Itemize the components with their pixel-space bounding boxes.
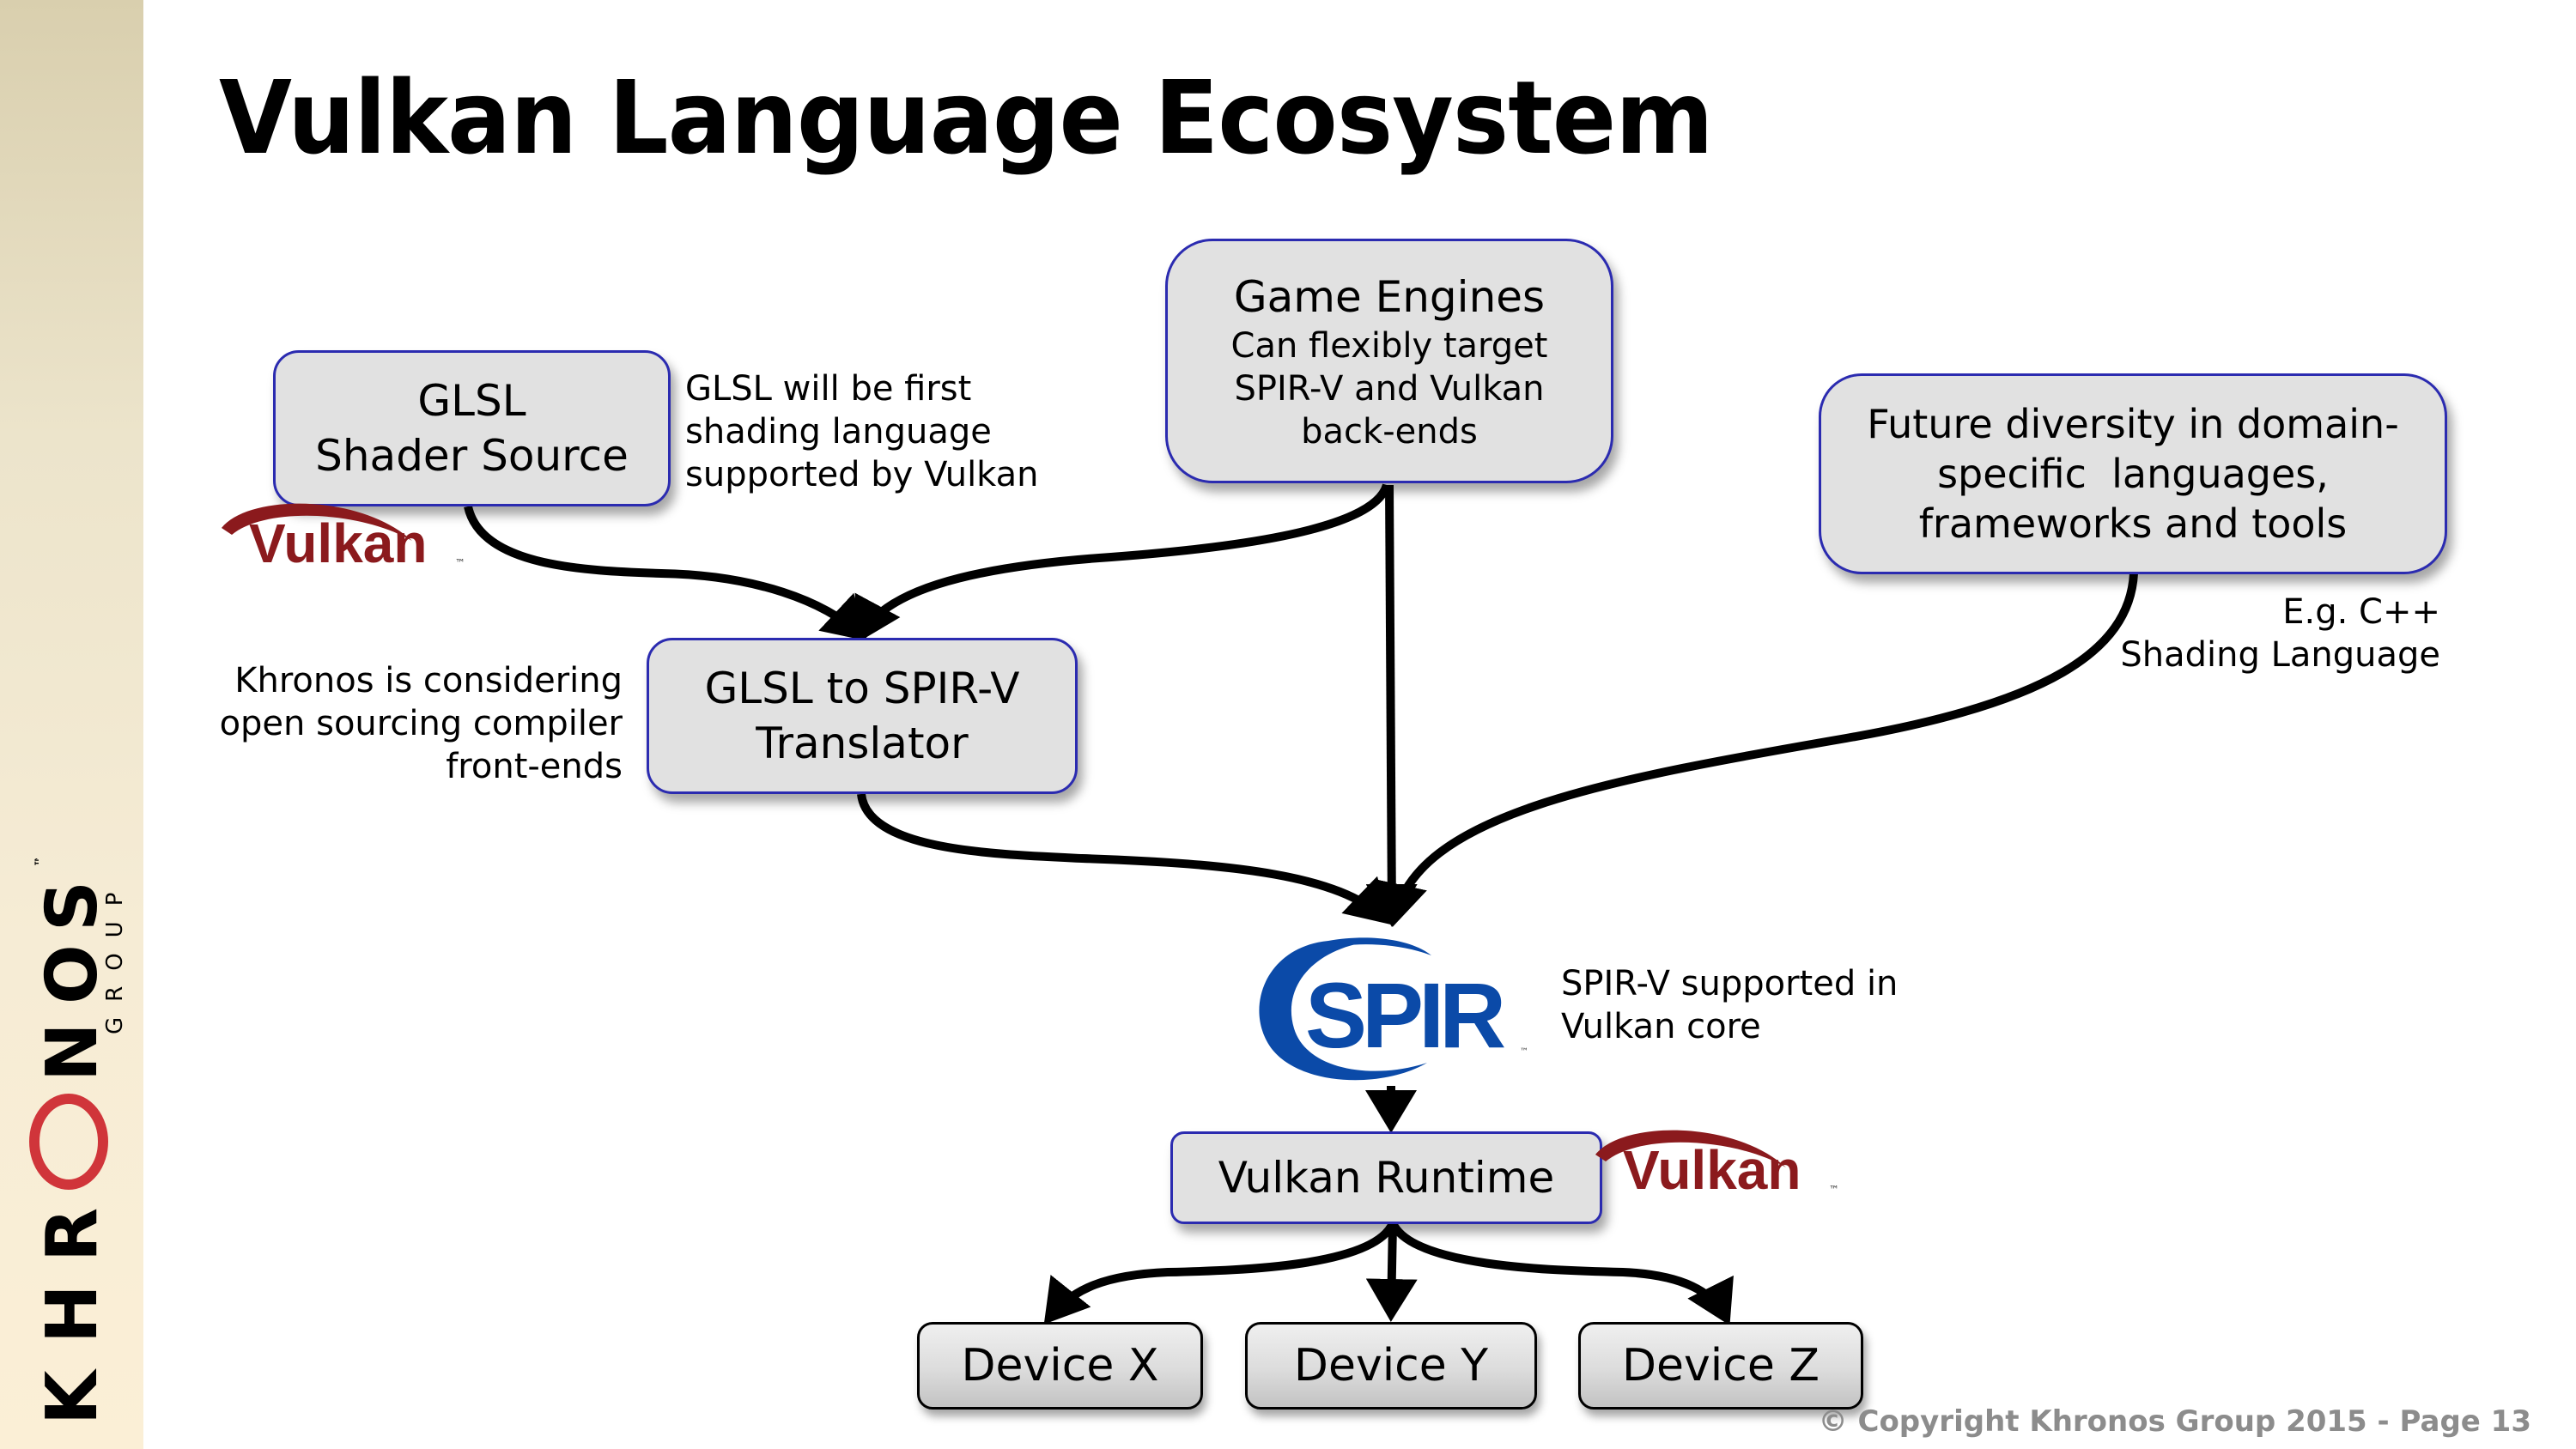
- sidebar-band: K H R N O S ™ GROUP: [0, 0, 143, 1449]
- glsl-note-line: shading language: [685, 412, 992, 452]
- translator-line2: Translator: [756, 718, 969, 768]
- khronos-swirl-icon: [29, 1094, 108, 1190]
- glsl-note-line: GLSL will be first: [685, 369, 972, 409]
- spir-crescent-icon: [1259, 941, 1427, 1081]
- node-future-diversity[interactable]: Future diversity in domain- specific lan…: [1819, 373, 2447, 574]
- khronos-letter-s: S: [32, 881, 113, 931]
- spir-logo-text: SPIR: [1305, 963, 1504, 1067]
- node-device-z[interactable]: Device Z: [1578, 1322, 1863, 1410]
- future-note-line: Shading Language: [2120, 635, 2440, 675]
- vulkan-logo-text: Vulkan: [1623, 1139, 1801, 1197]
- arrow-translator-to-spir: [857, 793, 1391, 925]
- spir-logo: SPIR ™: [1259, 937, 1528, 1081]
- vulkan-logo-tm: ™: [1829, 1184, 1839, 1196]
- node-game-engines[interactable]: Game Engines Can flexibly target SPIR-V …: [1165, 239, 1613, 483]
- spir-note-line: Vulkan core: [1561, 1007, 1761, 1046]
- khronos-group-logo: K H R N O S ™ GROUP: [29, 858, 128, 1425]
- khronos-note: Khronos is considering open sourcing com…: [220, 659, 623, 788]
- khronos-letter-r: R: [32, 1208, 113, 1262]
- device-z-label: Device Z: [1622, 1340, 1820, 1391]
- arrow-runtime-to-device-x: [1043, 1221, 1397, 1325]
- khronos-group-label: GROUP: [102, 877, 128, 1034]
- spir-note: SPIR-V supported in Vulkan core: [1561, 962, 1898, 1048]
- vulkan-logo-tm: ™: [455, 557, 465, 569]
- game-engines-title: Game Engines: [1233, 271, 1546, 322]
- vulkan-swoosh-icon: [1595, 1130, 1786, 1167]
- node-device-x[interactable]: Device X: [917, 1322, 1203, 1410]
- glsl-note-line: supported by Vulkan: [685, 455, 1039, 494]
- runtime-label: Vulkan Runtime: [1218, 1153, 1555, 1203]
- copyright-footer: © Copyright Khronos Group 2015 - Page 13: [1818, 1404, 2531, 1439]
- vulkan-swoosh-icon: [222, 503, 412, 541]
- arrow-future-to-spir: [1376, 573, 2138, 927]
- khronos-letter-h: H: [32, 1284, 113, 1343]
- khronos-note-line: Khronos is considering: [234, 661, 623, 700]
- game-engines-line1: Can flexibly target: [1230, 325, 1548, 366]
- khronos-letter-k: K: [32, 1367, 113, 1425]
- khronos-letter-o: O: [32, 944, 113, 1004]
- arrow-engines-to-translator: [854, 483, 1391, 643]
- khronos-note-line: front-ends: [446, 747, 623, 786]
- arrow-engines-to-spir: [1365, 484, 1418, 927]
- spir-logo-tm: ™: [1520, 1047, 1528, 1057]
- future-line3: frameworks and tools: [1918, 500, 2348, 547]
- translator-line1: GLSL to SPIR-V: [704, 664, 1020, 713]
- vulkan-logo-runtime: Vulkan ™: [1595, 1130, 1839, 1197]
- node-glsl-shader-source[interactable]: GLSL Shader Source: [273, 350, 671, 506]
- khronos-trademark: ™: [32, 858, 48, 867]
- node-device-y[interactable]: Device Y: [1245, 1322, 1537, 1410]
- slide-title: Vulkan Language Ecosystem: [219, 58, 1714, 177]
- vulkan-logo: Vulkan ™: [222, 503, 465, 571]
- spir-note-line: SPIR-V supported in: [1561, 964, 1899, 1003]
- glsl-line2: Shader Source: [315, 431, 629, 481]
- game-engines-line2: SPIR-V and Vulkan: [1234, 368, 1545, 409]
- future-line1: Future diversity in domain-: [1867, 401, 2399, 447]
- node-glsl-to-spirv-translator[interactable]: GLSL to SPIR-V Translator: [647, 638, 1078, 794]
- arrow-runtime-to-device-y: [1365, 1222, 1418, 1322]
- future-note: E.g. C++ Shading Language: [2120, 591, 2440, 676]
- khronos-note-line: open sourcing compiler: [219, 704, 623, 743]
- node-vulkan-runtime[interactable]: Vulkan Runtime: [1170, 1131, 1602, 1224]
- vulkan-logo-text: Vulkan: [249, 512, 427, 571]
- arrow-glsl-to-translator: [464, 505, 868, 641]
- glsl-line1: GLSL: [417, 376, 526, 426]
- device-y-label: Device Y: [1293, 1340, 1489, 1391]
- device-x-label: Device X: [961, 1340, 1159, 1391]
- future-note-line: E.g. C++: [2282, 592, 2440, 632]
- glsl-note: GLSL will be first shading language supp…: [685, 367, 1039, 496]
- game-engines-line3: back-ends: [1301, 411, 1478, 452]
- khronos-letter-n: N: [32, 1022, 113, 1082]
- future-line2: specific languages,: [1937, 451, 2329, 497]
- arrow-runtime-to-device-z: [1388, 1221, 1734, 1325]
